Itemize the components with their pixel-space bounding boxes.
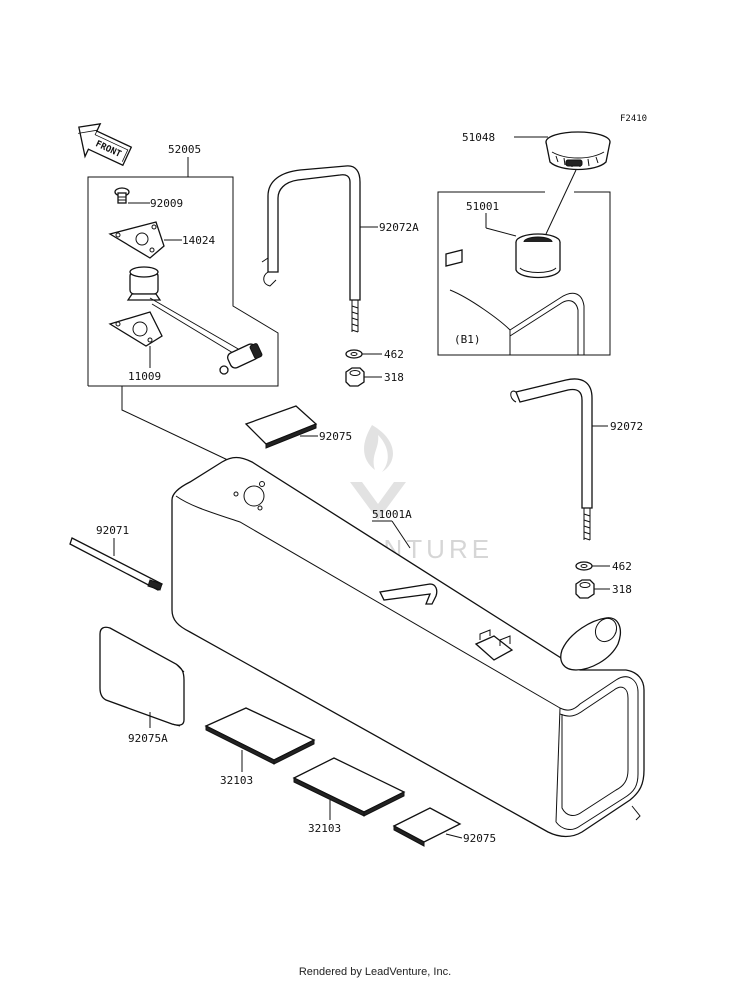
part-label-51001a: 51001A <box>372 508 412 521</box>
part-label-32103-first: 32103 <box>220 774 253 787</box>
pad-92075-bottom <box>392 807 462 847</box>
leader-to-tank <box>121 386 233 463</box>
part-label-14024: 14024 <box>182 234 215 247</box>
pad-32103-first <box>204 707 316 765</box>
inset-b1: 51001 (B1) <box>437 191 611 356</box>
pad-32103-second <box>292 757 406 817</box>
part-label-92072a: 92072A <box>379 221 419 234</box>
pad-92075-top <box>244 405 318 449</box>
sender-unit-11009 <box>108 266 263 375</box>
part-label-318-top: 318 <box>384 371 404 384</box>
cap-leader <box>545 169 577 235</box>
footer-credit: Rendered by LeadVenture, Inc. <box>299 966 451 978</box>
strap-92072 <box>510 378 593 541</box>
fuel-tank-51001a <box>171 456 645 838</box>
figure-code: F2410 <box>620 114 647 124</box>
inset-label-b1: (B1) <box>454 333 481 346</box>
part-label-11009: 11009 <box>128 370 161 383</box>
washer-462-right <box>575 561 593 571</box>
front-arrow-icon: FRONT <box>78 123 133 167</box>
part-label-462-right: 462 <box>612 560 632 573</box>
nut-318-right <box>575 579 595 599</box>
washer-462-top <box>345 349 363 359</box>
part-label-92075-top: 92075 <box>319 430 352 443</box>
part-label-92075-bottom: 92075 <box>463 832 496 845</box>
part-label-462-top: 462 <box>384 348 404 361</box>
nut-318-top <box>345 367 365 387</box>
fuel-cap-51048 <box>545 131 611 171</box>
part-label-51048: 51048 <box>462 131 495 144</box>
strap-92072a <box>261 165 361 333</box>
part-label-92075a: 92075A <box>128 732 168 745</box>
part-label-92072: 92072 <box>610 420 643 433</box>
part-label-92071: 92071 <box>96 524 129 537</box>
part-label-318-right: 318 <box>612 583 632 596</box>
bolt-92009 <box>114 187 130 204</box>
strip-92071 <box>69 537 163 591</box>
pad-92075a <box>99 626 185 727</box>
part-label-51001: 51001 <box>466 200 499 213</box>
part-label-32103-second: 32103 <box>308 822 341 835</box>
part-label-52005: 52005 <box>168 143 201 156</box>
gasket-14024 <box>108 221 165 259</box>
part-label-92009: 92009 <box>150 197 183 210</box>
sender-unit-group: 52005 92009 14024 <box>87 143 279 387</box>
